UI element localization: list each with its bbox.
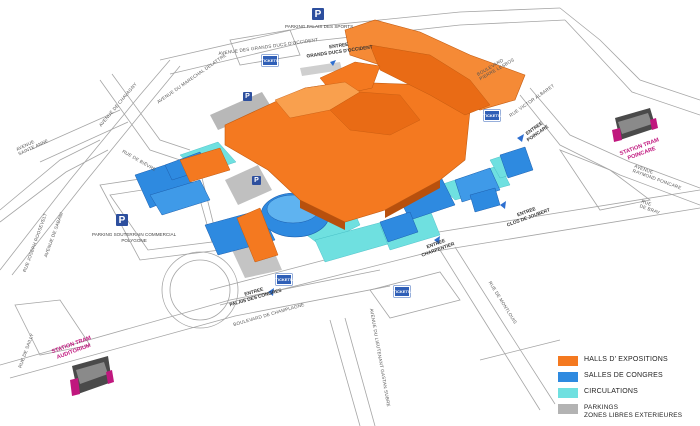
parking-sign-polygone: P xyxy=(116,214,128,226)
legend-label: HALLS D' EXPOSITIONS xyxy=(584,356,668,363)
tram-poincare xyxy=(612,108,658,142)
ticket-box-congres: TICKETS xyxy=(275,274,293,285)
ticket-box-top: TICKETS xyxy=(261,55,279,66)
legend-label: PARKINGS ZONES LIBRES EXTERIEURES xyxy=(584,404,683,419)
legend-swatch xyxy=(558,356,578,366)
legend-label: CIRCULATIONS xyxy=(584,388,638,395)
parking-sign-inner: P xyxy=(252,176,261,185)
legend-swatch xyxy=(558,372,578,382)
exhibition-halls xyxy=(179,19,526,263)
legend-swatch xyxy=(558,388,578,398)
legend-label: SALLES DE CONGRES xyxy=(584,372,663,379)
entry-arrows xyxy=(268,60,524,296)
parking-sign-exhibition: P xyxy=(243,92,252,101)
road-network xyxy=(0,7,700,426)
legend-swatch xyxy=(558,404,578,414)
tram-auditorium xyxy=(70,356,114,396)
legend-item-halls: HALLS D' EXPOSITIONS xyxy=(558,356,698,372)
parking-label-polygone: PARKING SOUTERRAIN COMMERCIAL POLYGONE xyxy=(92,232,177,243)
legend-item-congres: SALLES DE CONGRES xyxy=(558,372,698,388)
legend-item-parkings: PARKINGS ZONES LIBRES EXTERIEURES xyxy=(558,404,698,424)
parking-sign-palais-sports: P xyxy=(312,8,324,20)
map-legend: HALLS D' EXPOSITIONS SALLES DE CONGRES C… xyxy=(558,356,698,424)
ticket-box-charpentier: TICKETS xyxy=(393,286,411,297)
legend-item-circulations: CIRCULATIONS xyxy=(558,388,698,404)
ticket-box-poincare: TICKETS xyxy=(483,110,501,121)
parking-label-palais-sports: PARKING PALAIS DES SPORTS xyxy=(285,24,354,29)
